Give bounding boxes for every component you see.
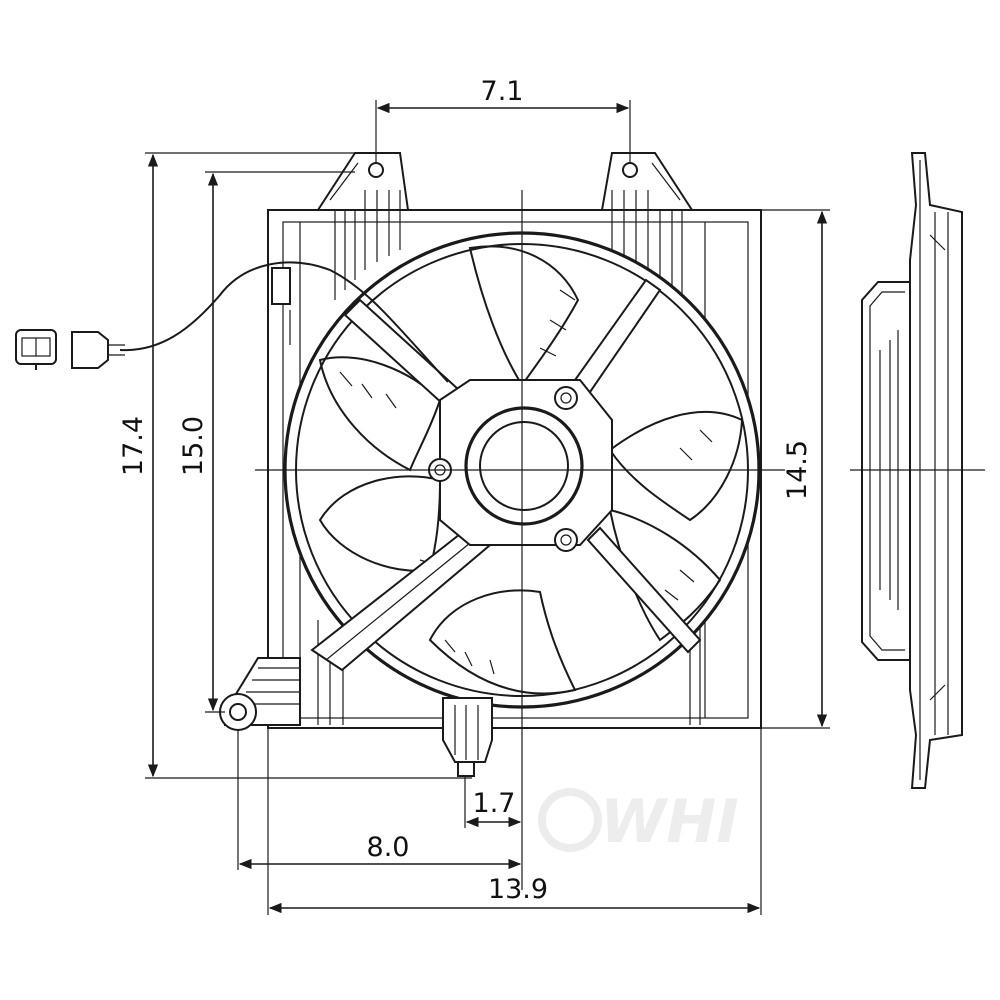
watermark-logo: WHI — [538, 787, 739, 857]
motor-bolt-icon — [554, 528, 578, 552]
motor-hub — [428, 379, 613, 552]
dimension-overall-height: 17.4 — [118, 152, 472, 779]
dim-label-top-width: 7.1 — [481, 76, 524, 107]
dim-label-shroud-height: 14.5 — [782, 440, 813, 500]
dimension-top-width: 7.1 — [375, 76, 631, 162]
mount-hole-icon — [229, 703, 247, 721]
dim-label-inner-height: 15.0 — [178, 416, 209, 476]
dimension-inner-height: 15.0 — [178, 171, 355, 713]
connector-plug-icon — [71, 331, 125, 369]
mount-hole-icon — [368, 162, 384, 178]
dimension-shroud-height: 14.5 — [761, 209, 830, 729]
bottom-mount-boss — [219, 657, 301, 731]
motor-bolt-icon — [554, 386, 578, 410]
centerlines — [255, 190, 785, 890]
side-view — [850, 152, 985, 789]
dim-label-motor-offset: 1.7 — [473, 788, 516, 819]
dim-label-mount-offset: 8.0 — [367, 832, 410, 863]
dim-label-overall-width: 13.9 — [488, 874, 548, 905]
wire-harness — [119, 261, 449, 383]
dimension-overall-width: 13.9 — [267, 728, 762, 915]
dimension-motor-offset: 1.7 — [464, 776, 522, 828]
dim-label-overall-height: 17.4 — [118, 416, 149, 476]
front-view — [15, 152, 785, 890]
dimension-mount-offset: 8.0 — [237, 730, 522, 870]
mount-tab-right — [600, 152, 694, 300]
connector-socket-icon — [15, 329, 57, 370]
watermark-text: WHI — [600, 787, 739, 857]
mount-hole-icon — [622, 162, 638, 178]
mount-tab-left — [316, 152, 410, 300]
motor-lug — [442, 697, 493, 777]
